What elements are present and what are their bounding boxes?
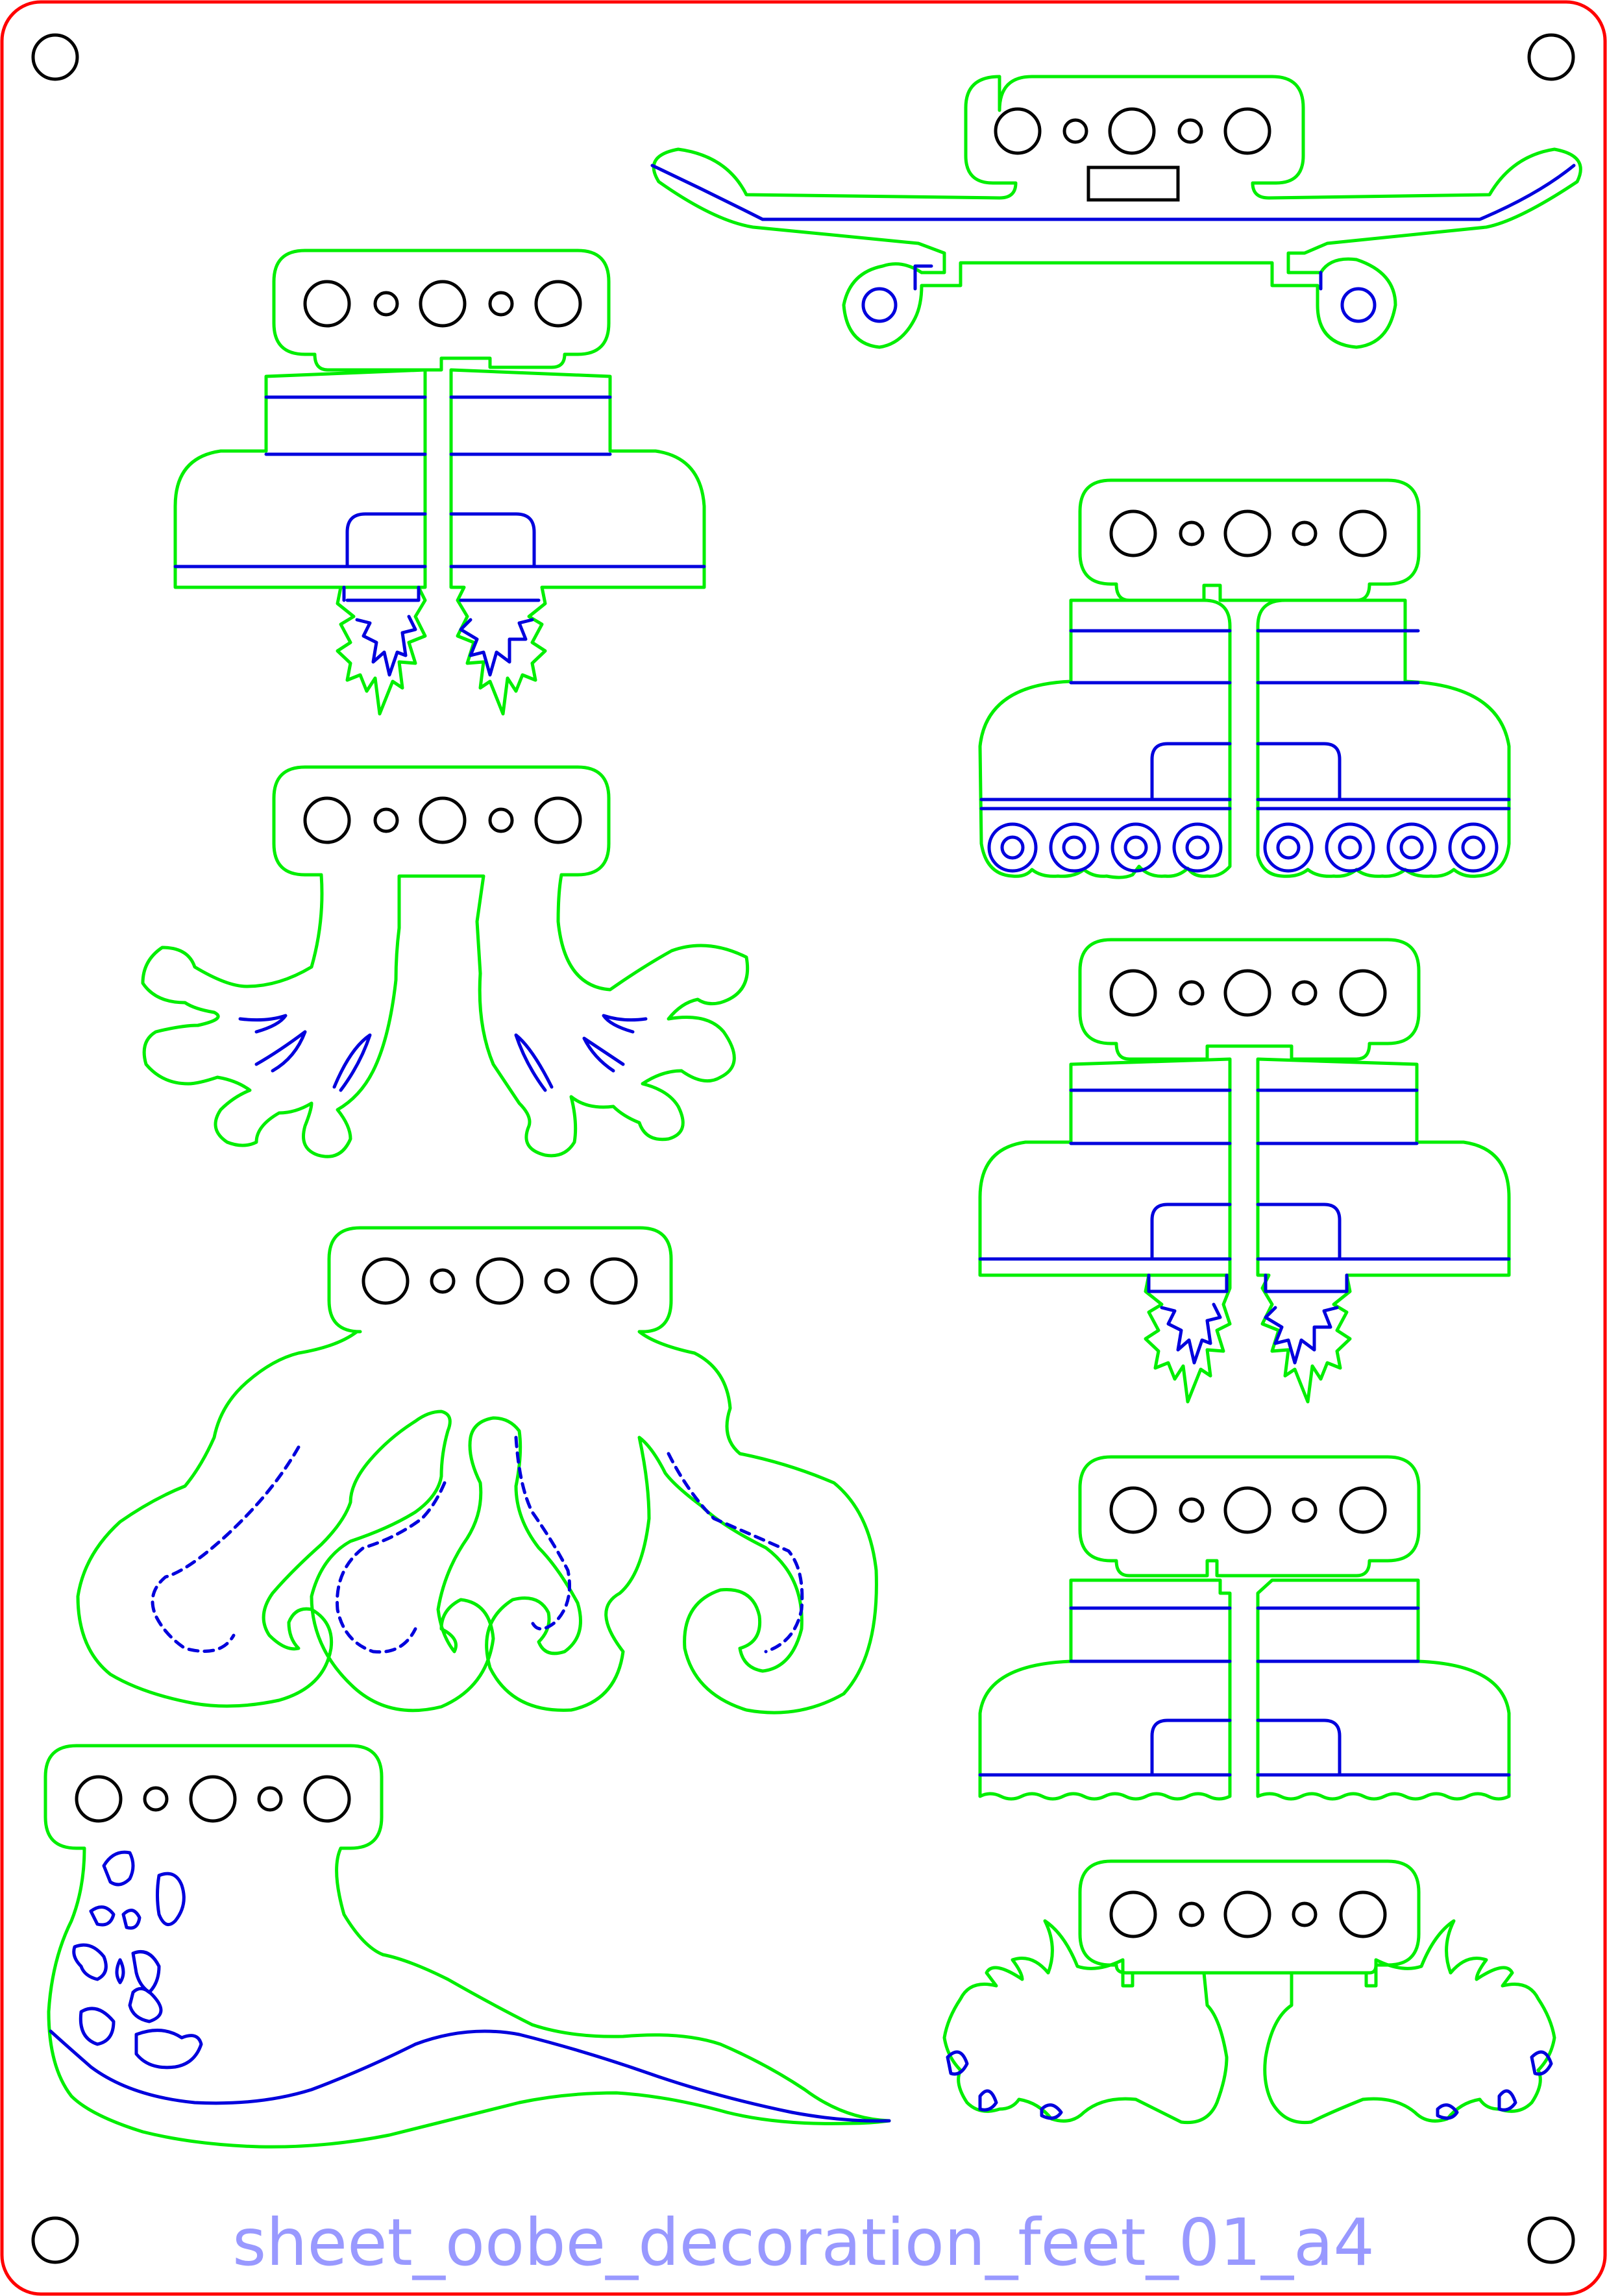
mount-hole: [1109, 969, 1157, 1017]
corner-hole-top-left: [31, 33, 79, 81]
mount-hole: [544, 1268, 570, 1294]
snake-belly-line: [49, 2029, 891, 2123]
skateboard-deck-line: [650, 164, 1576, 221]
snake-spots: [72, 1850, 203, 2070]
part-plain-boots: [978, 1455, 1511, 1801]
mount-hole: [430, 1268, 456, 1294]
sheet-label: sheet_oobe_decoration_feet_01_a4: [232, 2204, 1375, 2280]
mount-hole: [1292, 1497, 1318, 1523]
mount-hole: [488, 291, 514, 317]
mount-hole: [590, 1257, 638, 1305]
mount-hole: [373, 291, 399, 317]
mount-hole: [373, 807, 399, 833]
mount-hole: [994, 107, 1042, 155]
mount-hole: [1292, 520, 1318, 546]
mount-hole: [534, 280, 582, 328]
mount-hole: [303, 796, 351, 844]
mount-hole: [303, 1775, 351, 1823]
mount-hole: [1339, 969, 1387, 1017]
part-rocket-boots-small: [173, 249, 706, 716]
corner-hole-top-right: [1527, 33, 1575, 81]
mount-hole: [1179, 520, 1205, 546]
mount-hole: [1109, 1486, 1157, 1534]
skate-wheels: [987, 822, 1499, 873]
mount-hole: [1223, 107, 1271, 155]
mount-hole: [476, 1257, 524, 1305]
mount-hole: [1339, 509, 1387, 557]
mount-hole: [189, 1775, 237, 1823]
part-skateboard: [650, 75, 1582, 349]
mount-hole: [257, 1786, 283, 1812]
skateboard-wheel-left: [861, 287, 898, 323]
part-claw-feet: [942, 1859, 1556, 2125]
part-octopus-tentacles: [76, 1226, 878, 1715]
mount-hole: [1109, 509, 1157, 557]
mount-hole: [1179, 1497, 1205, 1523]
mount-hole: [1339, 1890, 1387, 1938]
part-rocket-boots-large: [978, 938, 1511, 1404]
mount-hole: [1292, 1901, 1318, 1927]
corner-holes: [31, 33, 1575, 2264]
mount-hole: [488, 807, 514, 833]
part-roller-skates: [978, 478, 1511, 879]
skateboard-slot: [1086, 165, 1180, 202]
mount-hole: [1339, 1486, 1387, 1534]
part-snake-tail: [43, 1744, 891, 2149]
skateboard-wheel-right: [1340, 287, 1377, 323]
mount-hole: [1223, 969, 1271, 1017]
mount-hole: [1223, 1890, 1271, 1938]
mount-hole: [1108, 107, 1156, 155]
mount-hole: [303, 280, 351, 328]
part-frog-feet: [141, 765, 750, 1158]
mount-hole: [143, 1786, 169, 1812]
mount-hole: [1223, 1486, 1271, 1534]
mount-hole: [1179, 1901, 1205, 1927]
mount-hole: [1292, 980, 1318, 1006]
mount-hole: [1109, 1890, 1157, 1938]
mount-hole: [1062, 118, 1088, 144]
corner-hole-bottom-left: [31, 2216, 79, 2264]
mount-hole: [419, 280, 467, 328]
mount-hole: [1177, 118, 1203, 144]
mount-hole: [1223, 509, 1271, 557]
mount-hole: [75, 1775, 123, 1823]
mount-hole: [419, 796, 467, 844]
mount-hole: [1179, 980, 1205, 1006]
mount-hole: [362, 1257, 410, 1305]
corner-hole-bottom-right: [1527, 2216, 1575, 2264]
mount-hole: [534, 796, 582, 844]
